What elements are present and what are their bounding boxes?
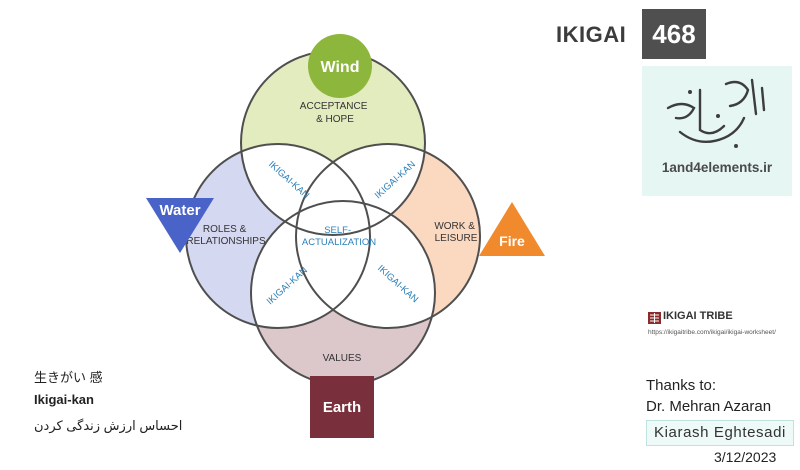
source-url[interactable]: https://ikigaitribe.com/ikigai/ikigai-wo… <box>648 329 776 336</box>
svg-text:Wind: Wind <box>321 59 360 76</box>
label-roles: ROLES & RELATIONSHIPS <box>186 224 266 247</box>
water-badge: Water <box>146 198 214 253</box>
issue-number: 468 <box>642 9 706 59</box>
fire-badge: Fire <box>479 202 545 256</box>
thanks-name: Dr. Mehran Azaran <box>646 398 772 415</box>
earth-badge: Earth <box>310 376 374 438</box>
logo-panel: 1and4elements.ir <box>642 66 792 196</box>
ikigai-diagram: ACCEPTANCE & HOPE ROLES & RELATIONSHIPS … <box>146 34 545 438</box>
date: 3/12/2023 <box>714 449 777 465</box>
note-persian: احساس ارزش زندگی کردن <box>34 418 183 433</box>
source-brand: IKIGAI TRIBE <box>663 310 733 322</box>
note-japanese: 生きがい 感 <box>34 370 103 385</box>
center-label: SELF- ACTUALIZATION <box>302 225 376 248</box>
label-work: WORK & LEISURE <box>434 221 477 244</box>
author-box: Kiarash Eghtesadi <box>646 420 794 446</box>
ikigai-tribe-icon <box>648 312 661 324</box>
calligraphy-logo <box>666 78 766 148</box>
note-english: Ikigai-kan <box>34 392 94 407</box>
author-name: Kiarash Eghtesadi <box>654 424 786 441</box>
site-url: 1and4elements.ir <box>661 160 773 175</box>
thanks-label: Thanks to: <box>646 377 717 394</box>
label-acceptance: ACCEPTANCE & HOPE <box>300 101 370 125</box>
ikigai-title: IKIGAI <box>556 22 627 47</box>
svg-text:Earth: Earth <box>323 399 361 416</box>
label-values: VALUES <box>323 353 362 364</box>
svg-text:Fire: Fire <box>499 233 525 249</box>
svg-text:Water: Water <box>159 202 200 219</box>
wind-badge: Wind <box>308 34 372 98</box>
circle-right-outline <box>295 143 481 329</box>
